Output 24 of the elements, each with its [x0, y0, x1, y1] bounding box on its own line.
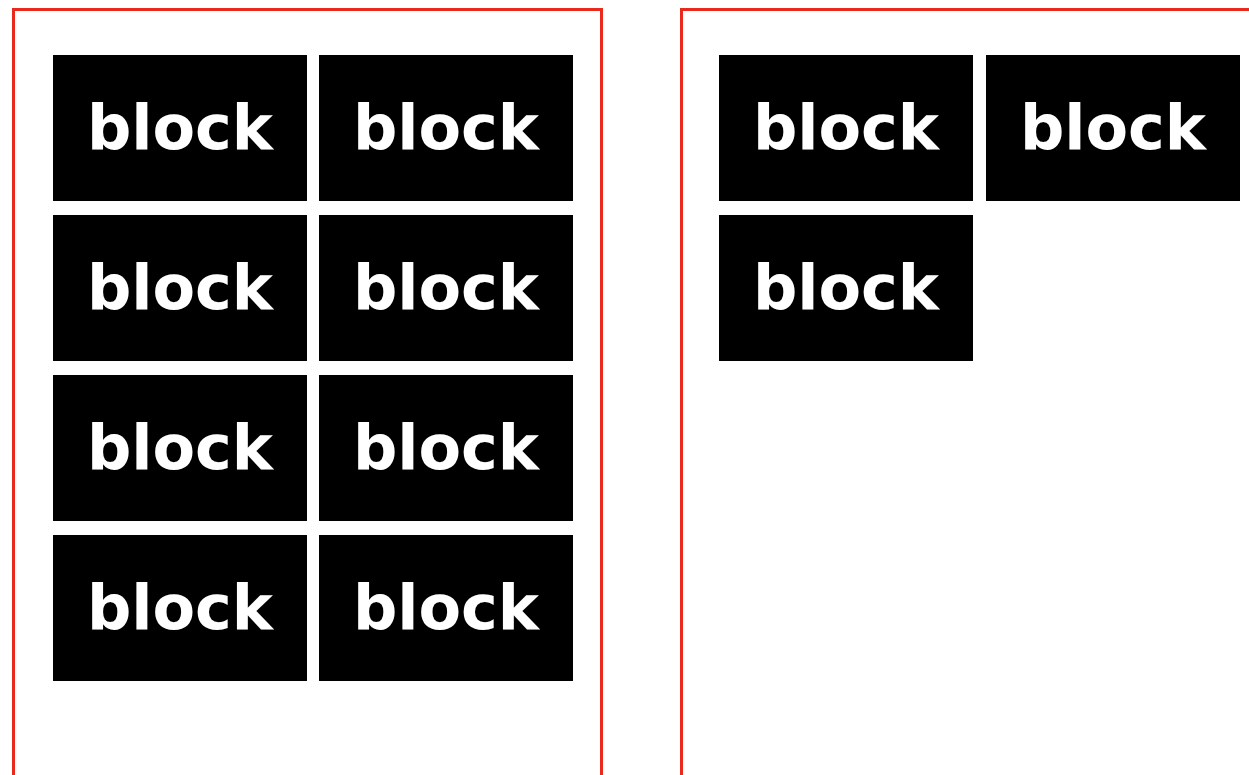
block-label: block — [86, 257, 274, 319]
block-label: block — [1019, 97, 1207, 159]
block-box — [986, 55, 1240, 201]
block-label: block — [352, 257, 540, 319]
block-box — [319, 535, 573, 681]
block-label: block — [352, 577, 540, 639]
container-frame — [12, 8, 603, 775]
block-label: block — [86, 577, 274, 639]
block-label: block — [86, 417, 274, 479]
block-box — [319, 215, 573, 361]
block-label: block — [352, 417, 540, 479]
block-label: block — [86, 97, 274, 159]
block-box — [319, 375, 573, 521]
block-box — [53, 375, 307, 521]
block-box — [53, 535, 307, 681]
block-label: block — [752, 257, 940, 319]
container-frame — [680, 8, 1249, 775]
block-label: block — [752, 97, 940, 159]
block-box — [319, 55, 573, 201]
block-box — [53, 55, 307, 201]
block-box — [719, 215, 973, 361]
block-box — [53, 215, 307, 361]
block-box — [719, 55, 973, 201]
block-label: block — [352, 97, 540, 159]
